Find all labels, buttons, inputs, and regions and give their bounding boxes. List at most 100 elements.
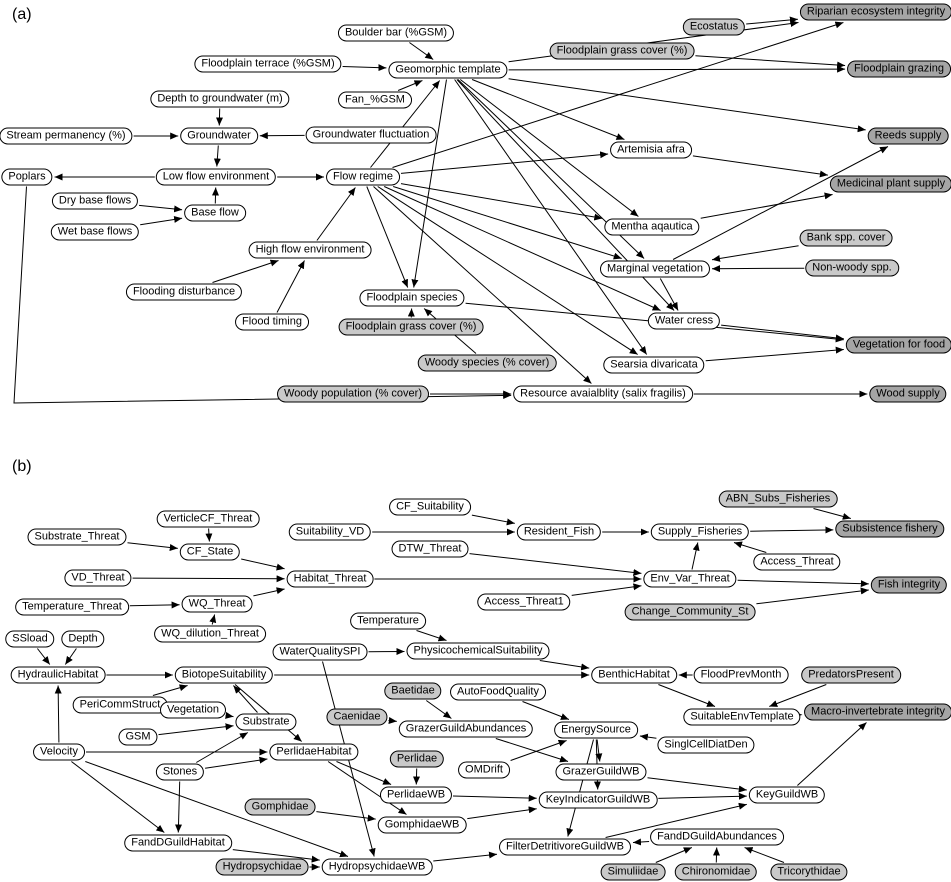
edge-flow_regime-marginal_veg [393,186,622,260]
node-velocity: Velocity [33,743,85,761]
node-waterquality_spi: WaterQualitySPI [272,643,368,661]
edge-flow_regime-water_cress [383,186,661,311]
node-vegetation: Vegetation [160,701,226,719]
node-reeds_supply: Reeds supply [867,127,949,145]
edge-predators-suitable_env [769,684,827,707]
edge-access_threat1-env_var_threat [571,583,642,596]
edge-simuliidae-fandd_abund [655,847,692,863]
edge-grazer_wb-key_guild_wb [647,777,747,793]
node-groundwater: Groundwater [180,127,258,145]
edge-omdrift-energy_source [510,739,567,761]
node-poplars: Poplars [1,168,53,186]
edge-flow_regime-searsia [377,186,638,355]
edge-grazer_abund-grazer_wb [495,738,569,763]
edge-flow_regime-resource_avail [373,186,592,384]
edge-geomorphic_template-floodplain_species [411,79,447,288]
node-artemisia: Artemisia afra [610,141,692,159]
node-low_flow_env: Low flow environment [155,168,277,186]
node-flow_regime: Flow regime [326,168,400,186]
edge-dtw_threat-env_var_threat [469,553,642,576]
node-resident_fish: Resident_Fish [516,523,602,541]
edge-fan_gsm-geomorphic_template [397,80,423,91]
node-subsistence_fishery: Subsistence fishery [835,520,945,538]
edge-flow_regime-mentha [400,183,603,221]
node-floodplain_grazing: Floodplain grazing [847,60,951,78]
edge-biotope_suitability-perlidae_habitat [234,684,303,742]
edge-boulder_bar-geomorphic_template [409,42,434,60]
node-wq_threat: WQ_Threat [181,595,253,613]
node-wq_dilution: WQ_dilution_Threat [154,625,266,643]
node-gomphidae: Gomphidae [244,798,316,816]
node-gw_fluctuation: Groundwater fluctuation [305,126,437,144]
edge-keyindicator_wb-key_guild_wb [658,792,747,800]
node-predators: PredatorsPresent [801,666,901,684]
edge-energy_source-grazer_wb [595,739,603,762]
edge-geomorphic_template-reeds_supply [508,78,866,133]
node-cf_state: CF_State [179,543,241,561]
node-woody_species: Woody species (% cover) [417,354,557,372]
node-perlidae_habitat: PerlidaeHabitat [269,743,359,761]
edge-artemisia-medicinal_supply [692,155,828,178]
edge-baetidae-grazer_abund [426,700,452,719]
node-omdrift: OMDrift [458,761,510,779]
node-abn_subs: ABN_Subs_Fisheries [718,490,838,508]
edge-filter_detritivore-key_guild_wb [605,802,747,838]
edge-supply_fisheries-subsistence_fishery [750,526,834,534]
edge-geomorphic_template-searsia [454,79,648,355]
edge-marginal_veg-reeds_supply [672,146,889,260]
edge-gomphidae-gomphidae_wb [316,811,376,822]
edge-flow_regime-riparian_integrity [392,21,844,168]
node-ecostatus: Ecostatus [682,18,746,36]
node-physicochem: PhysicochemicalSuitability [406,642,550,660]
edge-mentha-medicinal_supply [700,192,833,219]
edge-hydropsychidae_wb-filter_detritivore [433,851,498,862]
edge-ssload-hydraulic_habitat [37,648,51,665]
node-marginal_veg: Marginal vegetation [599,260,711,278]
node-energy_source: EnergySource [554,721,638,739]
edge-fandd_habitat-hydropsychidae_wb [232,849,320,863]
edge-vd_threat-habitat_threat [132,575,285,583]
node-vd_threat: VD_Threat [64,569,132,587]
node-hydropsychidae: Hydropsychidae [215,858,309,876]
edge-groundwater-low_flow_env [213,145,221,167]
edge-flood_timing-high_flow_env [276,260,305,313]
node-keyindicator_wb: KeyIndicatorGuildWB [538,791,658,809]
edge-gsm-substrate [158,723,234,736]
node-chironomidae: Chironomidae [674,863,758,881]
node-biotope_suitability: BiotopeSuitability [174,666,274,684]
node-baetidae: Baetidae [384,682,442,700]
node-pericomm: PeriCommStruct [72,696,168,714]
node-stream_perm: Stream permanency (%) [0,127,133,145]
node-dry_base: Dry base flows [51,192,139,210]
node-boulder_bar: Boulder bar (%GSM) [337,24,455,42]
edge-energy_source-filter_detritivore [566,739,594,837]
edge-abn_subs-subsistence_fishery [813,508,851,520]
node-benthic_habitat: BenthicHabitat [591,666,677,684]
edge-env_var_threat-fish_integrity [737,579,869,588]
edge-velocity-hydropsychidae_wb [85,761,349,858]
edge-gomphidae_wb-keyindicator_wb [467,806,537,820]
edge-env_var_threat-supply_fisheries [691,542,700,570]
edge-temperature-physicochem [416,630,447,642]
node-change_community: Change_Community_St [624,603,756,621]
node-cf_suitability: CF_Suitability [389,498,471,516]
node-flooding_dist: Flooding disturbance [125,283,243,301]
node-medicinal_supply: Medicinal plant supply [829,175,951,193]
edge-temperature_threat-wq_threat [129,601,180,609]
edge-caenidae-grazer_abund [388,717,397,725]
node-stones: Stones [155,763,205,781]
node-filter_detritivore: FilterDetritivoreGuildWB [499,838,631,856]
edge-stones-substrate [196,732,249,763]
edge-searsia-veg_for_food [705,346,844,362]
node-grazer_wb: GrazerGuildWB [555,763,647,781]
edge-velocity-fandd_habitat [71,761,165,833]
node-ssload: SSload [5,630,55,648]
edge-physicochem-benthic_habitat [539,660,590,671]
node-access_threat: Access_Threat [753,553,841,571]
node-hydraulic_habitat: HydraulicHabitat [10,666,106,684]
edge-wet_base-base_flow [140,215,183,226]
edge-verticle_cf-cf_state [205,528,213,542]
edge-perlidae_habitat-gomphidae_wb [327,761,407,815]
node-singlcell: SinglCellDiatDen [657,736,755,754]
edge-water_cress-veg_for_food [721,324,844,342]
